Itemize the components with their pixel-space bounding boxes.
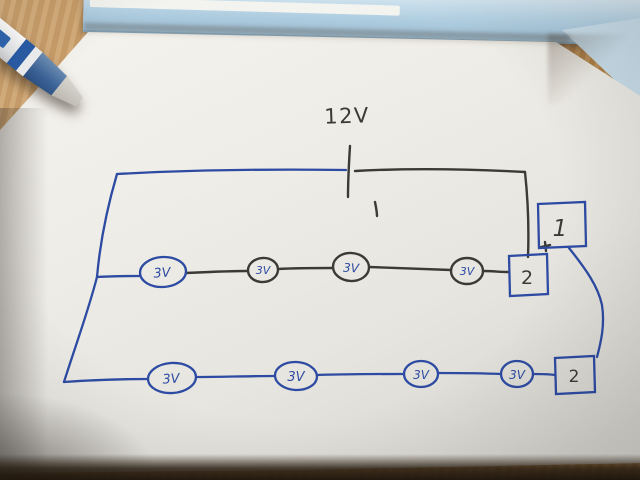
desk-shadow-bottom — [0, 454, 640, 480]
lamp-3v-circle — [138, 255, 188, 289]
branch1-wire — [276, 266, 335, 271]
corner-shadow — [548, 34, 640, 104]
lamp-3v-circle — [246, 256, 280, 284]
lamp-3v-circle — [273, 360, 319, 392]
top-rail-left — [115, 168, 348, 176]
lamp-3v-circle — [402, 359, 440, 389]
meter-label: 1 — [553, 216, 568, 242]
lamp-voltage-label: 3V — [287, 370, 305, 385]
meter-box — [507, 252, 550, 298]
ink-labels: 12V 1 2 2 3V 3V 3V 3V 3V 3V 3V 3V — [153, 103, 579, 387]
branch2-wire — [531, 372, 557, 377]
branch1-wire — [481, 269, 511, 274]
lamp-voltage-label: 3V — [256, 264, 272, 277]
right-return-wire — [567, 246, 605, 359]
branch1-wire — [95, 274, 142, 279]
lamp-3v-circle — [449, 256, 485, 286]
stray-mark — [373, 200, 379, 218]
branch2-wire — [194, 374, 277, 379]
branch1-wire — [367, 265, 453, 272]
meter-label: 2 — [521, 267, 533, 289]
lamp-3v-circle — [146, 361, 198, 395]
battery-voltage-label: 12V — [324, 103, 370, 129]
lamp-voltage-label: 3V — [153, 265, 172, 281]
top-rail-right — [353, 167, 527, 174]
branch2-wire — [436, 371, 503, 376]
left-rail — [62, 275, 99, 384]
plus-mark — [543, 240, 548, 253]
lamp-voltage-label: 3V — [343, 261, 360, 276]
lamp-voltage-label: 3V — [413, 368, 430, 382]
branch2-wire — [315, 372, 405, 377]
lamp-voltage-label: 3V — [509, 368, 526, 382]
blue-ink-strokes — [62, 168, 605, 396]
lamp-voltage-label: 3V — [460, 265, 476, 278]
black-ink-strokes — [184, 144, 552, 286]
left-rail — [95, 172, 119, 279]
right-rail — [523, 170, 530, 259]
lamp-3v-circle — [499, 359, 535, 389]
branch2-wire — [62, 377, 150, 384]
meter-box — [553, 354, 597, 396]
branch1-wire — [184, 269, 250, 275]
lamp-voltage-label: 3V — [162, 371, 181, 387]
meter-box — [536, 200, 588, 250]
lamp-3v-circle — [331, 251, 371, 283]
battery-plate — [346, 144, 352, 199]
meter-label: 2 — [569, 367, 580, 387]
